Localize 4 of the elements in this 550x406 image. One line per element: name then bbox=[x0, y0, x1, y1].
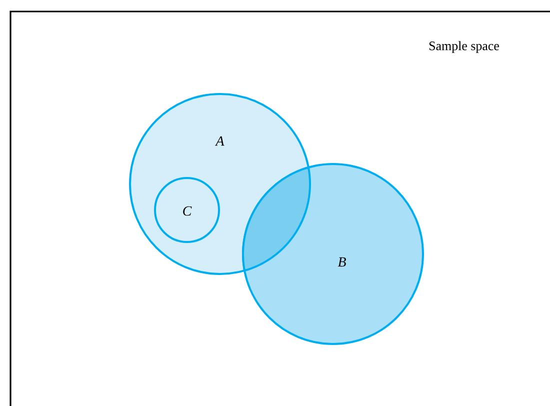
frame-label: Sample space bbox=[429, 41, 499, 53]
set-label: A bbox=[214, 136, 224, 146]
set-label: C bbox=[183, 206, 192, 216]
set-label: B bbox=[338, 257, 346, 267]
